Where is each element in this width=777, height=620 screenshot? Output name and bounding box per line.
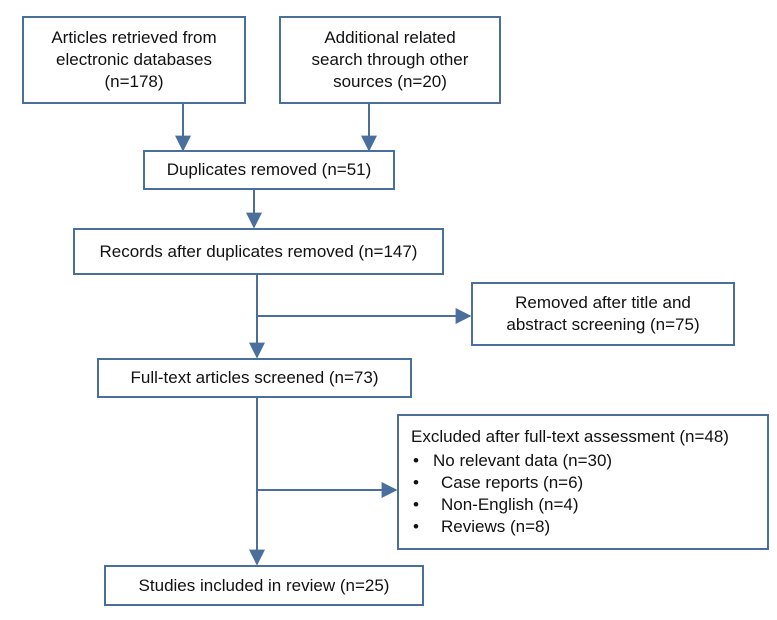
bullet-icon: • bbox=[413, 495, 419, 514]
excluded-reason-label: Non-English (n=4) bbox=[441, 495, 579, 514]
removed-title-line-1: Removed after title and bbox=[515, 293, 691, 312]
databases-line-2: electronic databases bbox=[56, 50, 212, 69]
excluded-box: Excluded after full-text assessment (n=4… bbox=[397, 414, 769, 550]
bullet-icon: • bbox=[413, 473, 419, 492]
excluded-title: Excluded after full-text assessment (n=4… bbox=[411, 427, 729, 446]
databases-box: Articles retrieved from electronic datab… bbox=[22, 16, 246, 104]
removed-title-abstract-box: Removed after title and abstract screeni… bbox=[471, 282, 735, 346]
fulltext-screened-box: Full-text articles screened (n=73) bbox=[97, 358, 412, 398]
removed-title-line-2: abstract screening (n=75) bbox=[506, 315, 700, 334]
studies-included-label: Studies included in review (n=25) bbox=[138, 575, 390, 595]
duplicates-removed-box: Duplicates removed (n=51) bbox=[143, 150, 395, 190]
databases-line-1: Articles retrieved from bbox=[51, 28, 217, 47]
databases-line-3: (n=178) bbox=[104, 72, 164, 91]
excluded-reasons-list: • No relevant data (n=30) • Case reports… bbox=[411, 450, 755, 538]
excluded-reason-item: • Reviews (n=8) bbox=[411, 516, 755, 538]
records-after-duplicates-label: Records after duplicates removed (n=147) bbox=[99, 241, 418, 261]
records-after-duplicates-box: Records after duplicates removed (n=147) bbox=[73, 228, 444, 275]
fulltext-screened-label: Full-text articles screened (n=73) bbox=[130, 368, 379, 387]
excluded-reason-item: • Non-English (n=4) bbox=[411, 494, 755, 516]
bullet-icon: • bbox=[413, 451, 419, 470]
studies-included-box: Studies included in review (n=25) bbox=[104, 565, 424, 606]
excluded-reason-item: • Case reports (n=6) bbox=[411, 472, 755, 494]
bullet-icon: • bbox=[413, 517, 419, 536]
excluded-reason-label: Case reports (n=6) bbox=[441, 473, 584, 492]
other-sources-box: Additional related search through other … bbox=[279, 16, 501, 104]
excluded-reason-item: • No relevant data (n=30) bbox=[411, 450, 755, 472]
excluded-reason-label: Reviews (n=8) bbox=[441, 517, 551, 536]
other-sources-line-2: search through other bbox=[311, 50, 469, 69]
excluded-reason-label: No relevant data (n=30) bbox=[433, 451, 613, 470]
other-sources-line-1: Additional related bbox=[324, 28, 456, 47]
duplicates-removed-label: Duplicates removed (n=51) bbox=[166, 160, 372, 179]
other-sources-line-3: sources (n=20) bbox=[333, 72, 447, 91]
